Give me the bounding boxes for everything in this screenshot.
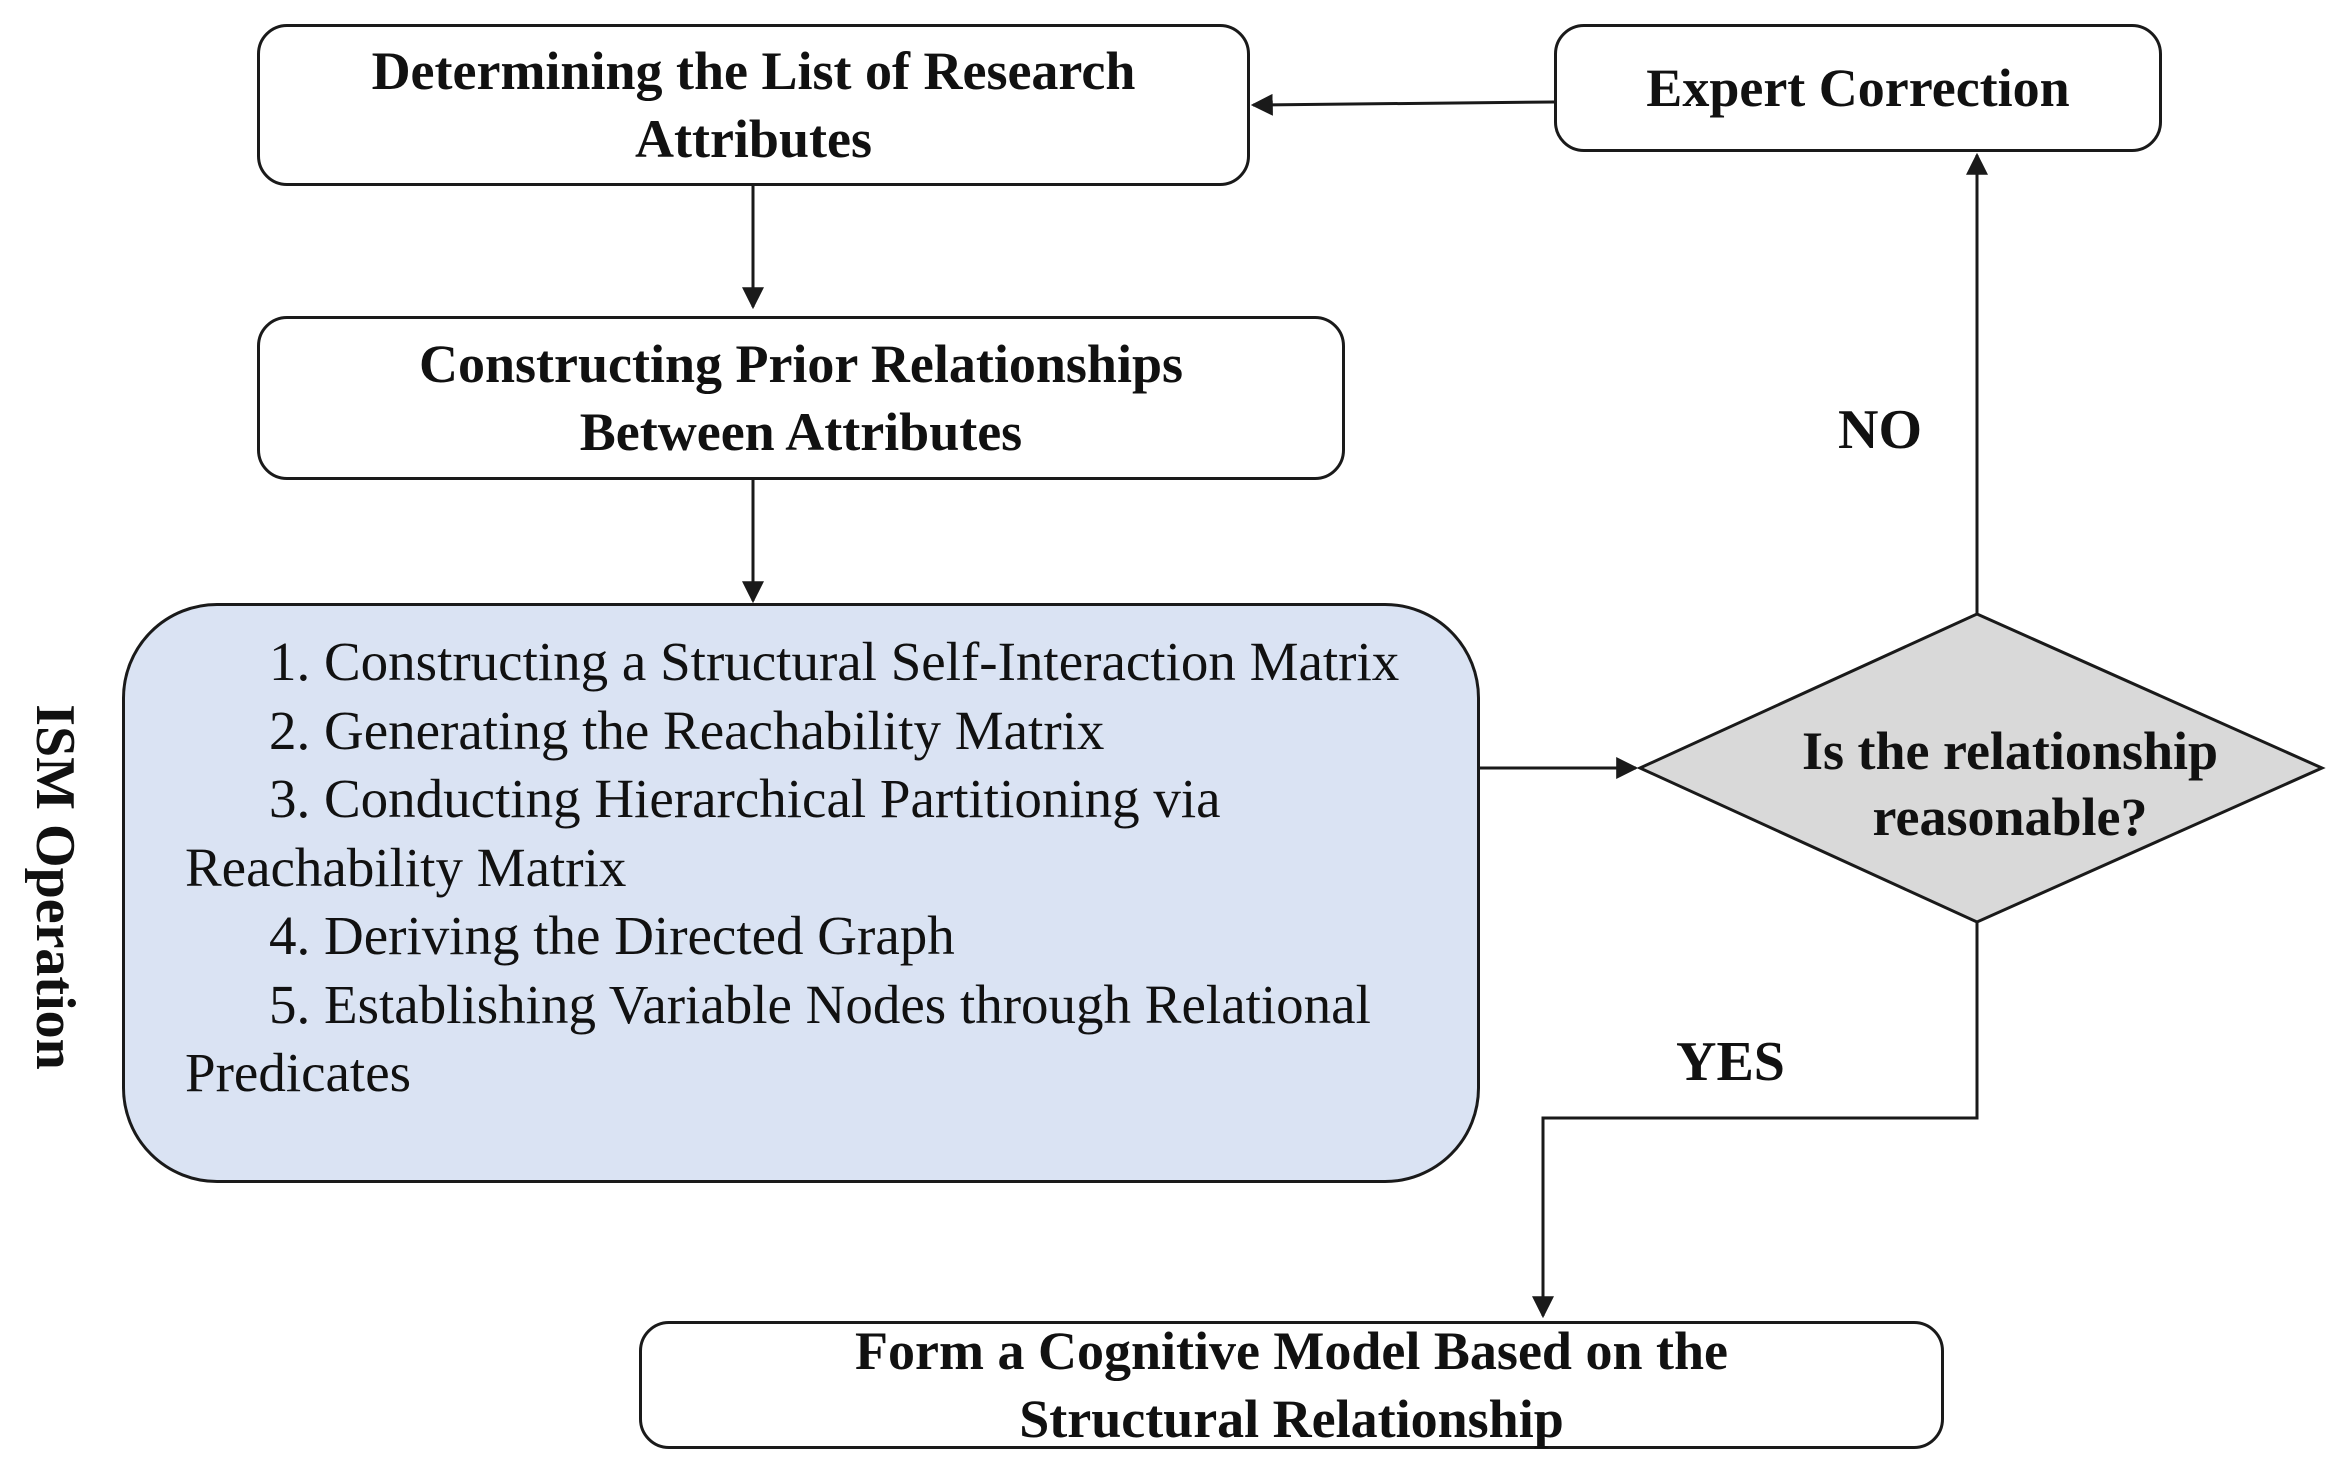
ism-operation-box: 1. Constructing a Structural Self-Intera… bbox=[122, 603, 1480, 1183]
expert-correction-box: Expert Correction bbox=[1554, 24, 2162, 152]
ism-step-4: 4. Deriving the Directed Graph bbox=[269, 905, 955, 966]
ism-step-5: 5. Establishing Variable Nodes through R… bbox=[185, 973, 1371, 1104]
yes-label: YES bbox=[1676, 1031, 1785, 1093]
ism-step-2: 2. Generating the Reachability Matrix bbox=[269, 699, 1105, 761]
no-label: NO bbox=[1838, 399, 1922, 461]
prior-relationships-box: Constructing Prior Relationships Between… bbox=[257, 316, 1345, 480]
ism-step-3: 3. Conducting Hierarchical Partitioning … bbox=[185, 768, 1221, 898]
cognitive-model-box: Form a Cognitive Model Based on the Stru… bbox=[639, 1321, 1944, 1449]
determine-attributes-box: Determining the List of Research Attribu… bbox=[257, 24, 1250, 186]
arrow-expert-to-determine bbox=[1250, 93, 1555, 116]
ism-step-1: 1. Constructing a Structural Self-Intera… bbox=[269, 631, 1400, 692]
ism-operation-label: ISM Operation bbox=[24, 704, 86, 1070]
arrow-decision-to-model bbox=[1532, 922, 1979, 1319]
decision-question: Is the relationship reasonable? bbox=[1801, 721, 2219, 847]
